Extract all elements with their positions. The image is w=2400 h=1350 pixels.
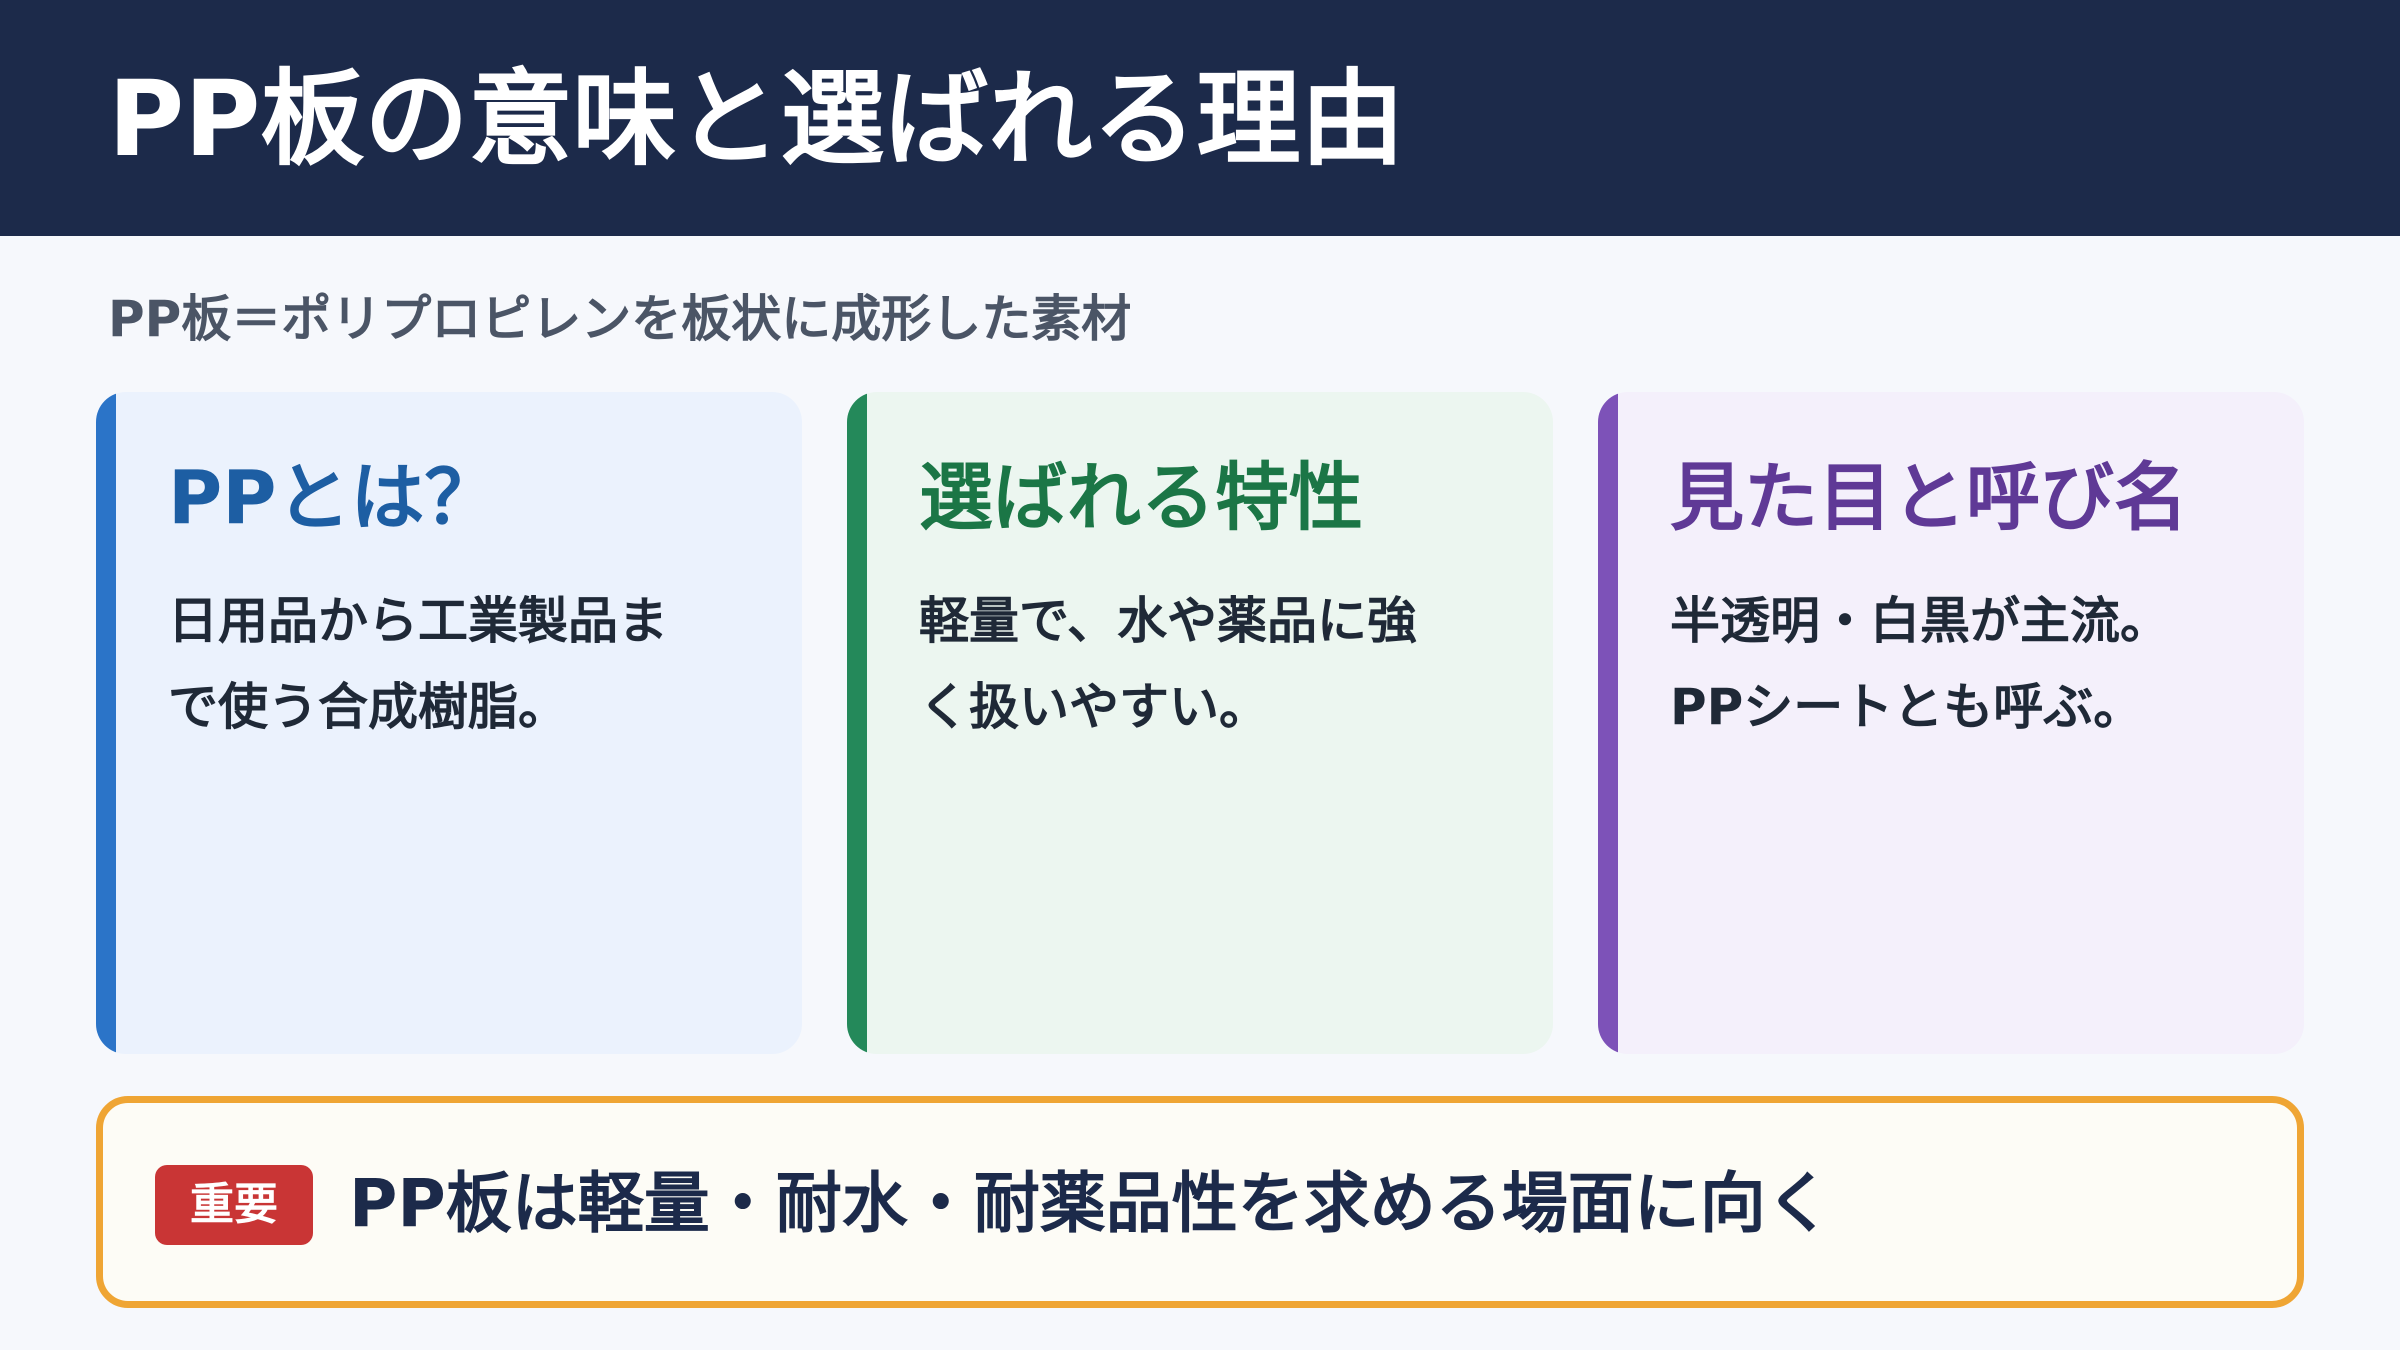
card-properties: 選ばれる特性 軽量で、水や薬品に強 く扱いやすい。 — [847, 392, 1553, 1054]
header-banner: PP板の意味と選ばれる理由 — [0, 0, 2400, 236]
card-title: 選ばれる特性 — [919, 455, 1363, 541]
page-subtitle: PP板＝ポリプロピレンを板状に成形した素材 — [108, 290, 1132, 348]
card-what-is-pp: PPとは？ 日用品から工業製品ま で使う合成樹脂。 — [96, 392, 802, 1054]
card-title: PPとは？ — [168, 455, 499, 541]
card-title: 見た目と呼び名 — [1670, 455, 2188, 541]
important-callout: 重要 PP板は軽量・耐水・耐薬品性を求める場面に向く — [96, 1096, 2304, 1308]
page-title: PP板の意味と選ばれる理由 — [108, 58, 1405, 180]
card-body: 半透明・白黒が主流。 PPシートとも呼ぶ。 — [1670, 592, 2170, 736]
card-appearance-names: 見た目と呼び名 半透明・白黒が主流。 PPシートとも呼ぶ。 — [1598, 392, 2304, 1054]
callout-text: PP板は軽量・耐水・耐薬品性を求める場面に向く — [349, 1165, 1832, 1242]
card-body: 日用品から工業製品ま で使う合成樹脂。 — [168, 592, 668, 736]
important-badge: 重要 — [155, 1165, 313, 1245]
card-body: 軽量で、水や薬品に強 く扱いやすい。 — [919, 592, 1417, 736]
card-accent-bar — [847, 392, 867, 1054]
card-accent-bar — [96, 392, 116, 1054]
card-accent-bar — [1598, 392, 1618, 1054]
